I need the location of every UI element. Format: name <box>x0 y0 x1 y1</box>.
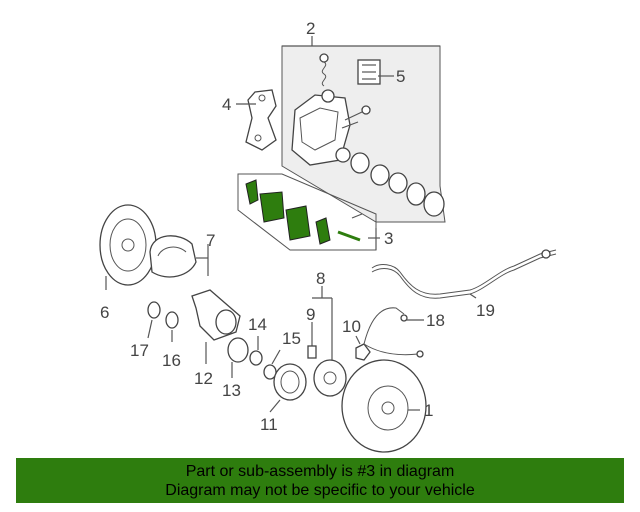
pad-shim-1 <box>245 179 259 205</box>
callout-16: 16 <box>162 351 181 370</box>
brake-hose <box>363 307 424 358</box>
banner-line-1: Part or sub-assembly is #3 in diagram <box>185 462 455 480</box>
callout-5: 5 <box>396 67 405 86</box>
callout-9: 9 <box>306 305 315 324</box>
callout-11: 11 <box>260 415 278 434</box>
callout-14: 14 <box>248 315 267 334</box>
callout-1: 1 <box>424 401 433 420</box>
callout-15: 15 <box>282 329 301 348</box>
caliper-assembly <box>281 36 446 223</box>
brake-rotor <box>341 359 427 453</box>
callout-labels: 1 2 3 4 5 6 7 8 9 10 11 12 13 14 15 16 1… <box>100 19 495 434</box>
pad-pin <box>337 230 361 242</box>
pad-1 <box>259 191 285 223</box>
parking-brake-shoes <box>149 235 209 278</box>
abs-sensor-cable <box>371 249 557 299</box>
callout-12: 12 <box>194 369 213 388</box>
info-banner: Part or sub-assembly is #3 in diagram Di… <box>16 458 624 503</box>
brake-pad-kit <box>237 173 380 251</box>
callout-2: 2 <box>306 19 315 38</box>
callout-10: 10 <box>342 317 361 336</box>
banner-line-2: Diagram may not be specific to your vehi… <box>165 481 475 499</box>
callout-6: 6 <box>100 303 109 322</box>
caliper-bracket <box>245 89 277 151</box>
callout-13: 13 <box>222 381 241 400</box>
parts-diagram: 1 2 3 4 5 6 7 8 9 10 11 12 13 14 15 16 1… <box>99 19 557 453</box>
callout-8: 8 <box>316 269 325 288</box>
hub-assembly <box>307 286 371 397</box>
callout-19: 19 <box>476 301 495 320</box>
callout-18: 18 <box>426 311 445 330</box>
pad-2 <box>285 205 311 241</box>
knuckle <box>191 289 241 364</box>
callout-4: 4 <box>222 95 231 114</box>
backing-plate <box>99 204 157 290</box>
callout-7: 7 <box>206 231 215 250</box>
callout-3: 3 <box>384 229 393 248</box>
dust-shield <box>269 363 307 413</box>
bearing-and-seals <box>147 301 281 380</box>
pad-shim-2 <box>315 217 331 245</box>
callout-17: 17 <box>130 341 149 360</box>
